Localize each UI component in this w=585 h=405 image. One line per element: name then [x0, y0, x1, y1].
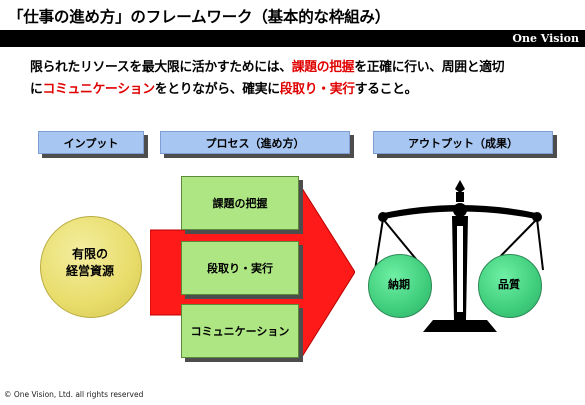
- copyright-footer: © One Vision, Ltd. all rights reserved: [4, 390, 144, 399]
- intro-highlight-execution: 段取り・実行: [279, 82, 355, 97]
- pan-label-deadline: 納期: [388, 278, 410, 291]
- resource-label-line-1: 有限の: [71, 247, 108, 261]
- intro-text: を正確に行い、周囲と適切: [354, 60, 505, 75]
- header-output: アウトプット（成果）: [373, 131, 553, 154]
- intro-highlight-issue: 課題の把握: [291, 60, 355, 75]
- title-bar: [0, 30, 585, 47]
- scale-pan-left: [368, 254, 432, 318]
- balance-scale-icon: [374, 180, 544, 332]
- brand-label: One Vision: [512, 32, 579, 45]
- intro-highlight-communication: コミュニケーション: [42, 82, 156, 97]
- intro-text: 限られたリソースを最大限に活かすためには、: [30, 60, 292, 75]
- scale-pan-right: [478, 254, 542, 318]
- process-step-communication: コミュニケーション: [181, 304, 299, 358]
- resource-circle: [40, 216, 142, 318]
- page-title: 「仕事の進め方」のフレームワーク（基本的な枠組み）: [8, 8, 391, 26]
- resource-label-line-2: 経営資源: [65, 264, 114, 278]
- header-input: インプット: [38, 131, 144, 154]
- intro-line-2: にコミュニケーションをとりながら、確実に段取り・実行すること。: [30, 78, 417, 97]
- pan-label-quality: 品質: [498, 278, 520, 291]
- process-step-issue: 課題の把握: [181, 176, 299, 230]
- intro-line-1: 限られたリソースを最大限に活かすためには、課題の把握を正確に行い、周囲と適切: [30, 56, 505, 75]
- process-step-execution: 段取り・実行: [181, 241, 299, 295]
- header-process: プロセス（進め方）: [160, 131, 350, 154]
- resource-label: 有限の 経営資源: [40, 246, 140, 280]
- intro-text: をとりながら、確実に: [154, 82, 280, 97]
- intro-text: に: [30, 82, 43, 97]
- intro-text: すること。: [354, 82, 418, 97]
